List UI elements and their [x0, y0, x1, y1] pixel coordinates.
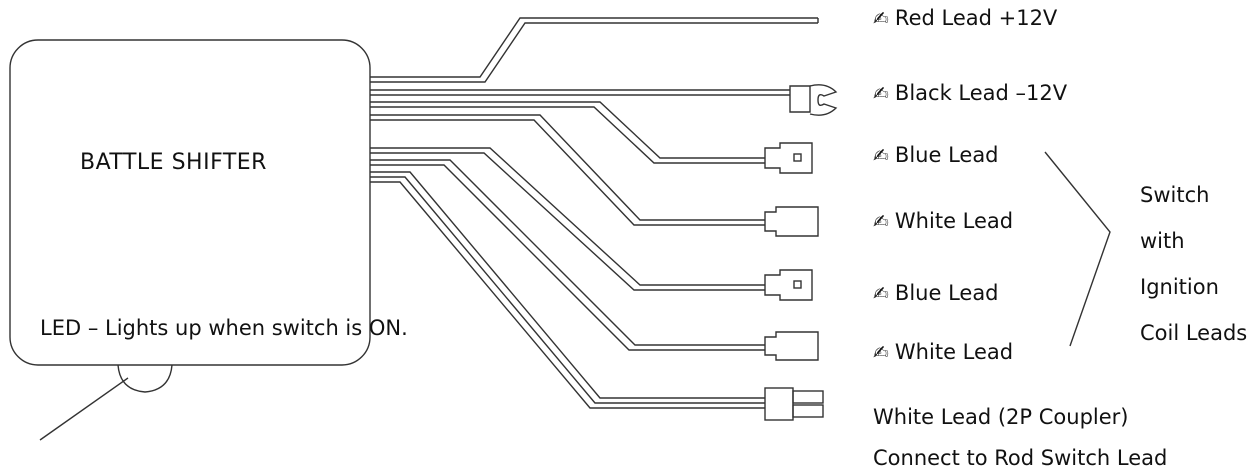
battle-shifter-box: [9, 39, 371, 366]
pen-marker-icon: ✍: [873, 145, 889, 167]
wire-coupler-lead: [370, 171, 765, 399]
lead-label-black: ✍Black Lead –12V: [873, 81, 1068, 105]
wire-blue-lead-2: [370, 147, 765, 286]
lead-label-blue-2: ✍Blue Lead: [873, 281, 999, 305]
lead-label-white-2: ✍White Lead: [873, 340, 1014, 364]
blue-lead-2-terminal: [764, 269, 813, 301]
ignition-group-bracket: [1044, 151, 1111, 347]
black-lead-fork-terminal: [789, 85, 811, 113]
blue-lead-1-terminal: [764, 142, 813, 174]
pen-marker-icon: ✍: [873, 211, 889, 233]
pen-marker-icon: ✍: [873, 83, 889, 105]
white-lead-2-terminal: [764, 331, 819, 361]
wire-white-lead-1: [370, 114, 765, 221]
wire-blue-lead-1: [370, 101, 765, 159]
wire-white-lead-2: [370, 159, 765, 346]
lead-label-blue-1: ✍Blue Lead: [873, 143, 999, 167]
lead-label-white-1: ✍White Lead: [873, 209, 1014, 233]
pen-marker-icon: ✍: [873, 342, 889, 364]
coupler-label-line2: Connect to Rod Switch Lead: [873, 446, 1168, 470]
ignition-group-label: Switch with Ignition Coil Leads: [1140, 183, 1248, 345]
pen-marker-icon: ✍: [873, 8, 889, 30]
pen-marker-icon: ✍: [873, 283, 889, 305]
led-pointer: [39, 377, 129, 441]
two-pin-coupler: [764, 387, 794, 421]
white-lead-1-terminal: [764, 206, 819, 237]
lead-label-red: ✍Red Lead +12V: [873, 6, 1058, 30]
led-dome: [117, 364, 173, 393]
coupler-label-line1: White Lead (2P Coupler): [873, 405, 1129, 429]
led-label: LED – Lights up when switch is ON.: [40, 316, 408, 340]
wire-red-lead: [370, 17, 818, 78]
box-title: BATTLE SHIFTER: [80, 150, 267, 175]
